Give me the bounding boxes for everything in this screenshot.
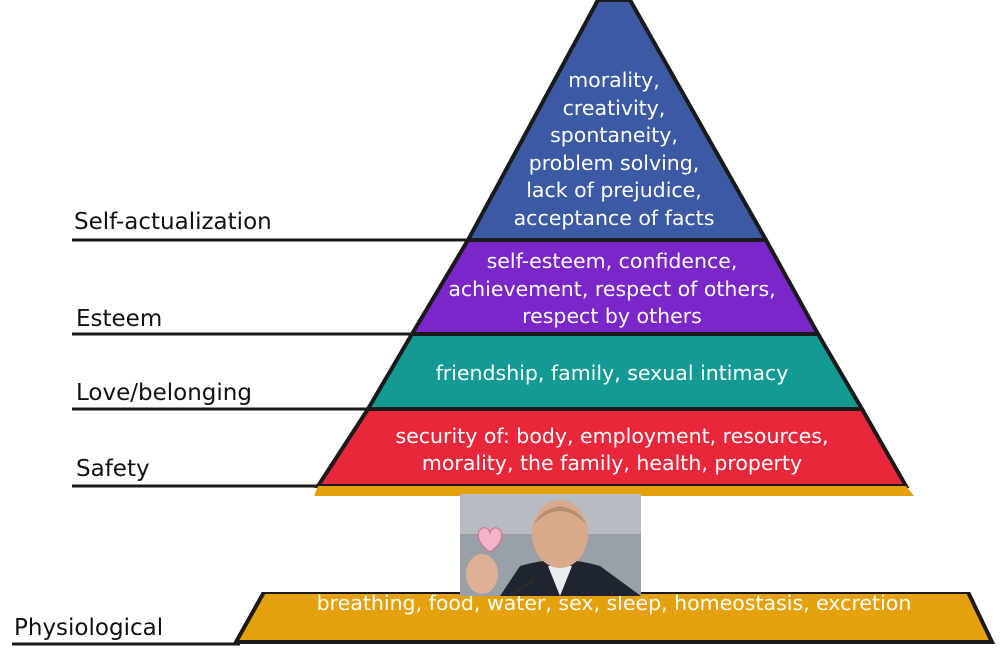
hair-shape <box>534 506 586 524</box>
tier-physiological <box>232 590 996 644</box>
self-actualization-text-5: lack of prejudice, <box>526 178 702 202</box>
shirt-collar <box>548 566 572 596</box>
safety-text-2: morality, the family, health, property <box>422 451 802 475</box>
label-physiological: Physiological <box>14 615 163 641</box>
heart-card-icon <box>477 527 503 553</box>
self-actualization-text-1: morality, <box>568 68 660 92</box>
self-actualization-text-4: problem solving, <box>529 151 700 175</box>
self-actualization-text-6: acceptance of facts <box>514 206 715 230</box>
suit-shape <box>500 560 641 596</box>
esteem-text-3: respect by others <box>522 304 702 328</box>
tier-physiological-top-sliver <box>314 486 914 496</box>
head-shape <box>532 500 588 568</box>
label-safety: Safety <box>76 456 150 482</box>
safety-text-1: security of: body, employment, resources… <box>395 424 828 448</box>
tier-self-actualization <box>464 0 770 242</box>
inserted-photo <box>460 494 641 596</box>
label-esteem: Esteem <box>76 306 162 332</box>
pyramid <box>232 0 996 644</box>
love-belonging-text-1: friendship, family, sexual intimacy <box>436 361 789 385</box>
hand-shape <box>466 554 498 594</box>
self-actualization-text-3: spontaneity, <box>550 123 678 147</box>
self-actualization-text-2: creativity, <box>563 96 666 120</box>
leader-lines <box>12 238 470 646</box>
microphone-icon <box>509 578 535 596</box>
esteem-text-1: self-esteem, confidence, <box>487 249 738 273</box>
level-labels: Self-actualization Esteem Love/belonging… <box>14 209 272 641</box>
label-self-actualization: Self-actualization <box>74 209 272 235</box>
label-love-belonging: Love/belonging <box>76 380 252 406</box>
photo-illustration <box>460 494 641 596</box>
esteem-text-2: achievement, respect of others, <box>448 277 775 301</box>
